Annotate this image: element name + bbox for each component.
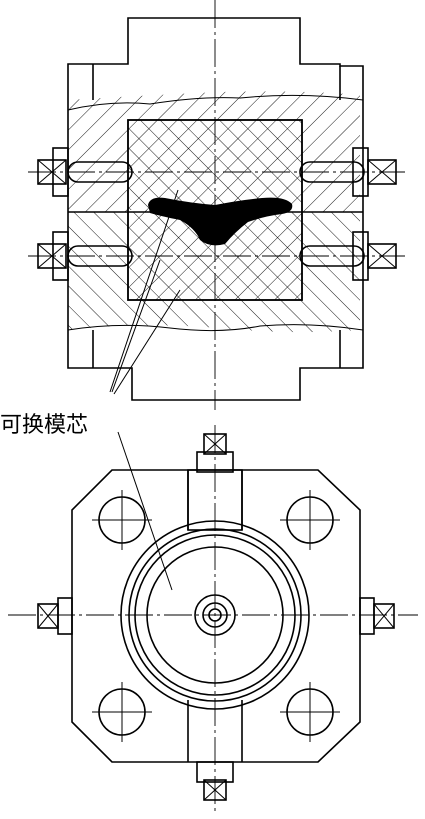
octagonal-base-plate	[71, 469, 361, 763]
leader-line-2	[111, 259, 161, 393]
corner-hole-bottom-right	[280, 682, 340, 742]
corner-hole-top-right	[280, 490, 340, 550]
plan-view	[8, 425, 418, 812]
leader-line-1	[109, 189, 179, 393]
leader-line-3	[113, 289, 181, 395]
corner-hole-bottom-left	[92, 682, 152, 742]
lower-break-line	[67, 324, 364, 332]
forging-cavity	[148, 197, 293, 246]
corner-hole-top-left	[92, 490, 152, 550]
left-bolt-head	[37, 603, 59, 629]
leader-line-plan	[117, 431, 173, 591]
upper-break-line	[67, 94, 364, 111]
right-bolt-head	[373, 603, 395, 629]
die-body-outline	[67, 17, 364, 401]
core-label: 可换模芯	[0, 413, 88, 438]
section-view	[28, 0, 405, 410]
